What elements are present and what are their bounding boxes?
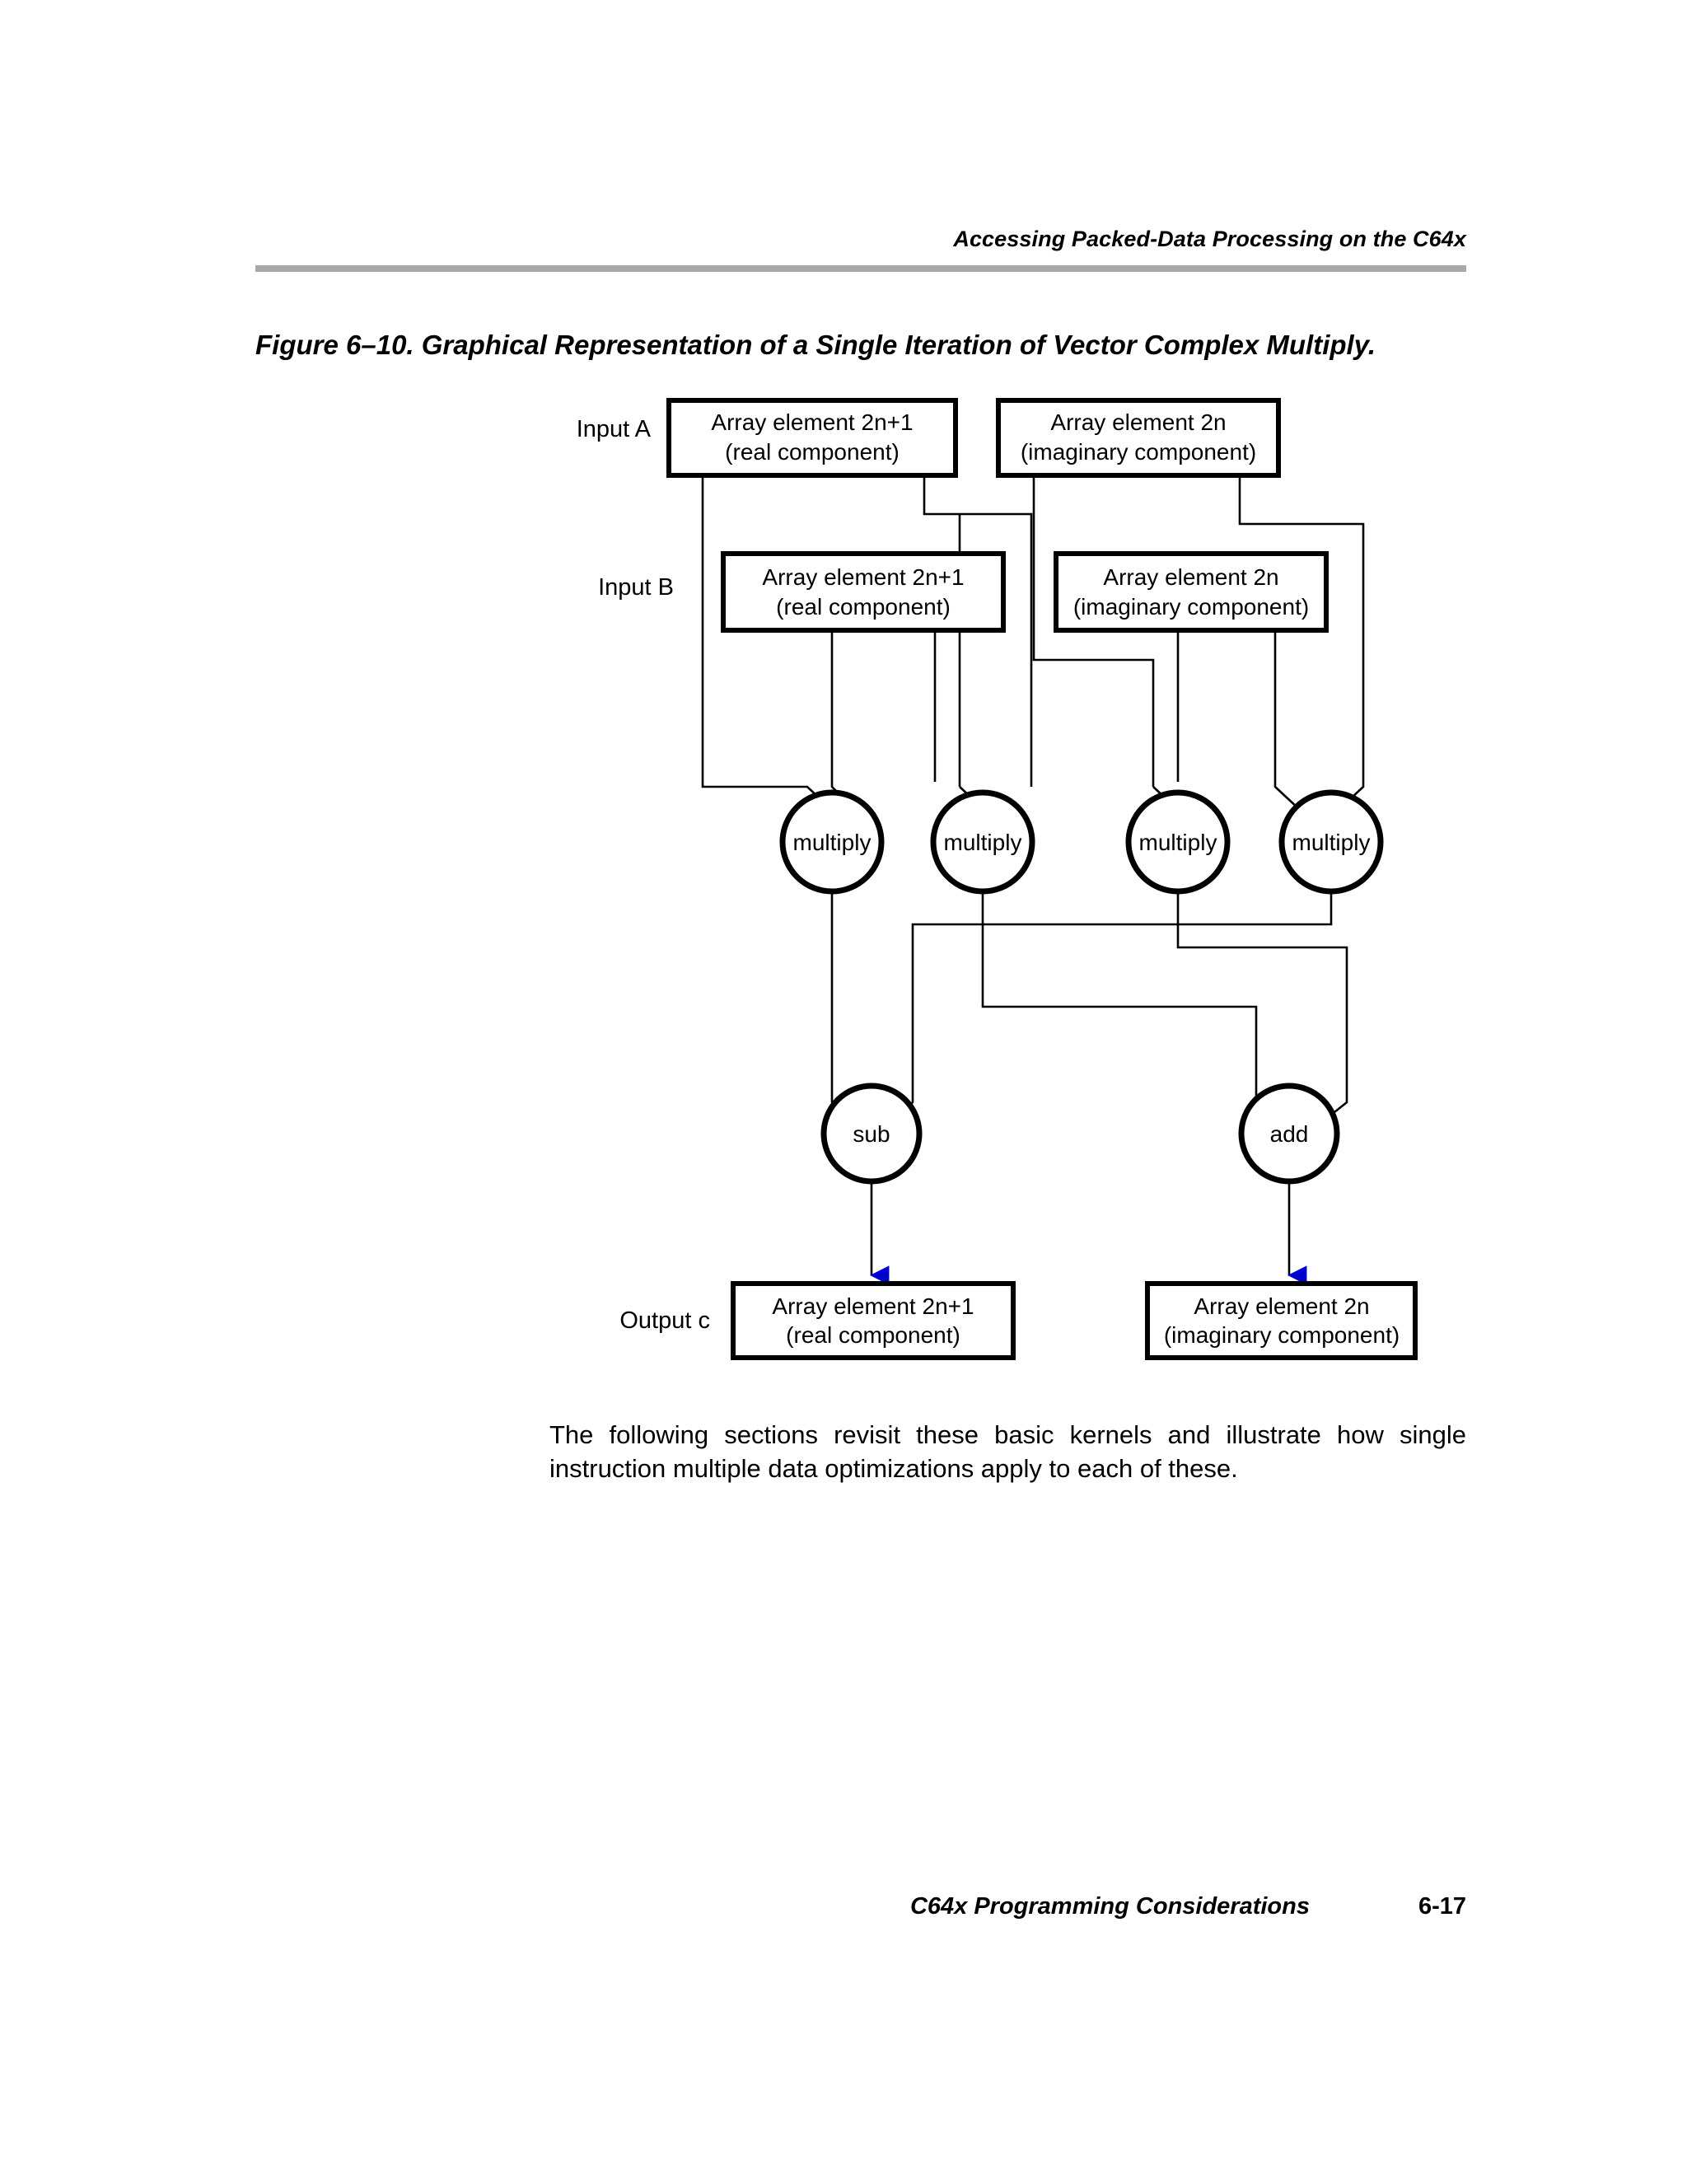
node-multiply-2-label: multiply [944,830,1022,855]
wire-multiply2-to-add [981,892,1273,1121]
body-paragraph: The following sections revisit these bas… [549,1420,1466,1484]
box-input-a-imag-line2: (imaginary component) [1021,439,1256,465]
page-footer: C64x Programming Considerations 6-17 [255,1893,1466,1926]
box-output-c-imag-line2: (imaginary component) [1164,1322,1400,1348]
node-multiply-2: multiply [930,789,1035,895]
node-add-label: add [1270,1121,1309,1147]
node-multiply-1: multiply [779,789,885,895]
box-input-a-imag: Array element 2n (imaginary component) [996,398,1281,478]
node-multiply-3: multiply [1125,789,1231,895]
box-input-b-real-line2: (real component) [776,594,951,620]
wire-a-imag-to-multiply4 [1238,475,1365,811]
header-rule [255,265,1466,272]
node-multiply-1-label: multiply [793,830,872,855]
box-input-a-real-line1: Array element 2n+1 [711,409,913,435]
running-header-title: Accessing Packed-Data Processing on the … [953,227,1466,251]
row-label-input-a: Input A [577,416,652,442]
box-input-a-real-line2: (real component) [725,439,900,465]
wire-multiply3-to-add [1176,892,1348,1127]
footer-page-number: 6-17 [1418,1893,1466,1920]
wire-b-real-to-multiply1 [830,630,837,792]
wire-a-imag-to-multiply3 [1032,475,1155,787]
node-add: add [1238,1083,1340,1185]
figure-caption: Figure 6–10. Graphical Representation of… [255,330,1376,360]
node-multiply-4-label: multiply [1292,830,1371,855]
box-output-c-imag: Array element 2n (imaginary component) [1145,1281,1418,1360]
node-sub-label: sub [853,1121,890,1147]
row-label-input-b: Input B [598,574,674,601]
box-output-c-real-line1: Array element 2n+1 [772,1293,974,1319]
wire-b-imag-to-multiply4 [1273,630,1301,811]
row-label-output-c: Output c [619,1307,710,1334]
node-sub: sub [820,1083,923,1185]
box-output-c-real: Array element 2n+1 (real component) [731,1281,1016,1360]
page-header: Accessing Packed-Data Processing on the … [255,227,1466,252]
wire-group [701,475,1365,1285]
box-output-c-imag-line1: Array element 2n [1194,1293,1369,1319]
node-multiply-3-label: multiply [1139,830,1217,855]
box-input-a-imag-line1: Array element 2n [1050,409,1226,435]
wire-a-real-to-multiply1 [701,475,833,811]
box-input-b-imag: Array element 2n (imaginary component) [1054,551,1329,633]
box-input-b-imag-line2: (imaginary component) [1073,594,1309,620]
box-input-a-real: Array element 2n+1 (real component) [666,398,958,478]
footer-title: C64x Programming Considerations [909,1893,1310,1920]
box-input-b-real-line1: Array element 2n+1 [762,564,964,590]
box-input-b-real: Array element 2n+1 (real component) [721,551,1006,633]
wire-a-real-to-multiply2 [923,475,1033,787]
box-output-c-real-line2: (real component) [786,1322,960,1348]
node-multiply-4: multiply [1278,789,1384,895]
box-input-b-imag-line1: Array element 2n [1103,564,1278,590]
